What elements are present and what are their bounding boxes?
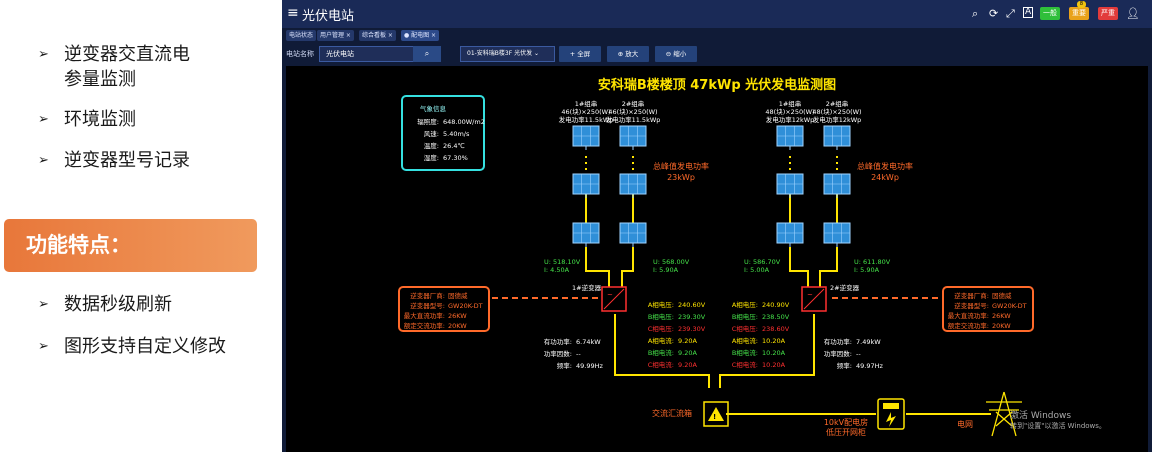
transmission-tower-icon (986, 391, 1022, 437)
solar-panel-icon (572, 222, 600, 247)
bullet-3: ➢逆变器型号记录 (38, 150, 190, 171)
bullet-5: ➢图形支持自定义修改 (38, 336, 226, 357)
svg-text:~: ~ (807, 291, 813, 299)
weather-panel: 气象信息 辐照度: 648.00W/m2 风速: 5.40m/s 温度: 26.… (401, 95, 485, 171)
arrow-bullet-icon: ➢ (38, 297, 49, 312)
inv1-voltage-labels: A相电压:B相电压:C相电压:A相电流:B相电流:C相电流: (647, 301, 674, 369)
solar-panel-icon (619, 222, 647, 247)
filter-bar: 电站名称 光伏电站 ⌕ 01-安科瑞B楼3F 光伏发 ⌄ + 全屏 ⊕ 放大 ⊖… (282, 42, 1152, 66)
station-name-label: 电站名称 (286, 50, 314, 58)
search-icon[interactable]: ⌕ (972, 7, 979, 20)
refresh-icon[interactable]: ⟳ (989, 7, 999, 20)
distribution-room-label: 10kV配电房低压开网柜 (823, 418, 869, 437)
diagram-title: 安科瑞B楼楼顶 47kWp 光伏发电监测图 (597, 78, 837, 93)
arrow-bullet-icon: ➢ (38, 153, 49, 168)
inverter-2-name: 2#逆变器 (830, 284, 860, 292)
user-icon[interactable]: 👤︎ (1126, 7, 1140, 20)
irradiance-value: 648.00W/m2 (443, 118, 485, 126)
station-select[interactable]: 01-安科瑞B楼3F 光伏发 ⌄ (460, 46, 555, 62)
wind-speed-value: 5.40m/s (443, 130, 470, 138)
app-title: 光伏电站 (302, 9, 355, 24)
badge-normal[interactable]: 一般 (1040, 7, 1060, 20)
inv1-power-labels: 有功功率:功率因数:频率: (543, 338, 572, 370)
tab-dashboard[interactable]: 综合看板 × (359, 30, 396, 41)
windows-watermark-sub: 转到"设置"以激活 Windows。 (1010, 422, 1106, 430)
search-button[interactable]: ⌕ (413, 46, 441, 62)
inv1-power-values: 6.74kW--49.99Hz (576, 338, 603, 370)
zoom-in-button[interactable]: ⊕ 放大 (607, 46, 649, 62)
pv-diagram-canvas: ~ ~ ! (286, 66, 1148, 452)
svg-text:!: ! (713, 413, 716, 421)
app-topbar: ≡ 光伏电站 ⌕ ⟳ ⤢ A 一般 重要 8 严重 👤︎ (282, 0, 1152, 28)
inv2-power-labels: 有功功率:功率因数:频率: (823, 338, 852, 370)
arrow-bullet-icon: ➢ (38, 339, 49, 354)
solar-panel-icon (776, 222, 804, 247)
humidity-value: 67.30% (443, 154, 468, 162)
bullet-1: ➢逆变器交直流电参量监测 (38, 44, 190, 90)
inverter-1-icon: ~ (601, 286, 627, 312)
badge-critical[interactable]: 严重 (1098, 7, 1118, 20)
tab-user-management[interactable]: 用户管理 × (317, 30, 354, 41)
inv2-voltage-labels: A相电压:B相电压:C相电压:A相电流:B相电流:C相电流: (731, 301, 758, 369)
zoom-out-button[interactable]: ⊖ 缩小 (655, 46, 697, 62)
badge-important[interactable]: 重要 (1069, 7, 1089, 20)
inverter-1-name: 1#逆变器 (572, 284, 602, 292)
tab-bar: 电站状态 用户管理 × 综合看板 × ● 配电图 × (282, 28, 1152, 42)
solar-panel-icon (619, 173, 647, 198)
temperature-value: 26.4℃ (443, 142, 465, 150)
bullet-2: ➢环境监测 (38, 109, 136, 130)
combiner-box-icon: ! (703, 401, 729, 427)
solar-panel-icon (572, 173, 600, 198)
solar-panel-icon (776, 173, 804, 198)
combiner-label: 交流汇流箱 (652, 409, 692, 418)
tab-distribution-diagram[interactable]: ● 配电图 × (401, 30, 440, 41)
feature-banner: 功能特点： (4, 219, 257, 272)
solar-panel-icon (572, 125, 600, 150)
inv2-power-values: 7.49kW--49.97Hz (856, 338, 883, 370)
app-window: ≡ 光伏电站 ⌕ ⟳ ⤢ A 一般 重要 8 严重 👤︎ 电站状态 用户管理 ×… (282, 0, 1152, 452)
solar-panel-icon (776, 125, 804, 150)
solar-panel-icon (619, 125, 647, 150)
arrow-bullet-icon: ➢ (38, 112, 49, 127)
distribution-room-icon (877, 398, 905, 430)
wiring-lines: ~ ~ ! (492, 125, 1022, 437)
hamburger-icon[interactable]: ≡ (287, 5, 299, 21)
grid-label: 电网 (957, 420, 973, 429)
solar-panel-icon (823, 125, 851, 150)
arrow-bullet-icon: ➢ (38, 47, 49, 62)
fullscreen-icon[interactable]: ⤢ (1006, 7, 1015, 20)
tab-station-status[interactable]: 电站状态 (286, 30, 317, 41)
solar-panel-icon (823, 222, 851, 247)
bullet-4: ➢数据秒级刷新 (38, 294, 172, 315)
svg-text:~: ~ (607, 291, 613, 299)
fullscreen-button[interactable]: + 全屏 (559, 46, 601, 62)
windows-watermark: 激活 Windows (1010, 411, 1072, 421)
font-size-icon[interactable]: A (1023, 7, 1034, 18)
weather-title: 气象信息 (420, 105, 446, 113)
solar-panel-icon (823, 173, 851, 198)
badge-count: 8 (1077, 1, 1086, 8)
inverter-2-icon: ~ (801, 286, 827, 312)
